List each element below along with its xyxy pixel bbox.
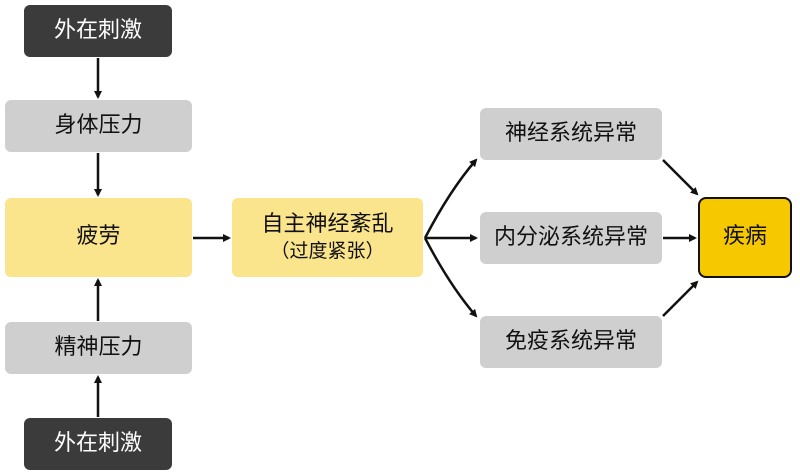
external-stimulus-bottom-box: 外在刺激 <box>24 418 172 470</box>
label: 神经系统异常 <box>504 120 637 146</box>
endocrine-system-box: 内分泌系统异常 <box>480 212 662 264</box>
mental-stress-box: 精神压力 <box>5 322 192 374</box>
label: 免疫系统异常 <box>504 328 637 354</box>
external-stimulus-top-box: 外在刺激 <box>24 5 172 57</box>
subtitle: （过度紧张） <box>270 240 385 263</box>
label: 外在刺激 <box>53 430 142 456</box>
label: 精神压力 <box>54 334 143 360</box>
label: 内分泌系统异常 <box>493 224 648 250</box>
nervous-system-box: 神经系统异常 <box>480 108 662 160</box>
label: 身体压力 <box>54 112 143 138</box>
title: 自主神经紊乱 <box>261 211 394 237</box>
label: 外在刺激 <box>53 17 142 43</box>
label: 疲劳 <box>76 224 121 250</box>
arrow-to-immune <box>423 237 478 318</box>
arrow-immune-to-disease <box>662 280 699 317</box>
immune-system-box: 免疫系统异常 <box>480 316 662 368</box>
arrow-nervous-to-disease <box>662 159 699 196</box>
label: 疾病 <box>722 224 767 250</box>
physical-stress-box: 身体压力 <box>5 100 192 152</box>
arrow-to-nervous <box>423 158 478 239</box>
autonomic-disorder-box: 自主神经紊乱 （过度紧张） <box>232 198 423 277</box>
disease-box: 疾病 <box>698 197 792 278</box>
fatigue-box: 疲劳 <box>5 198 192 277</box>
